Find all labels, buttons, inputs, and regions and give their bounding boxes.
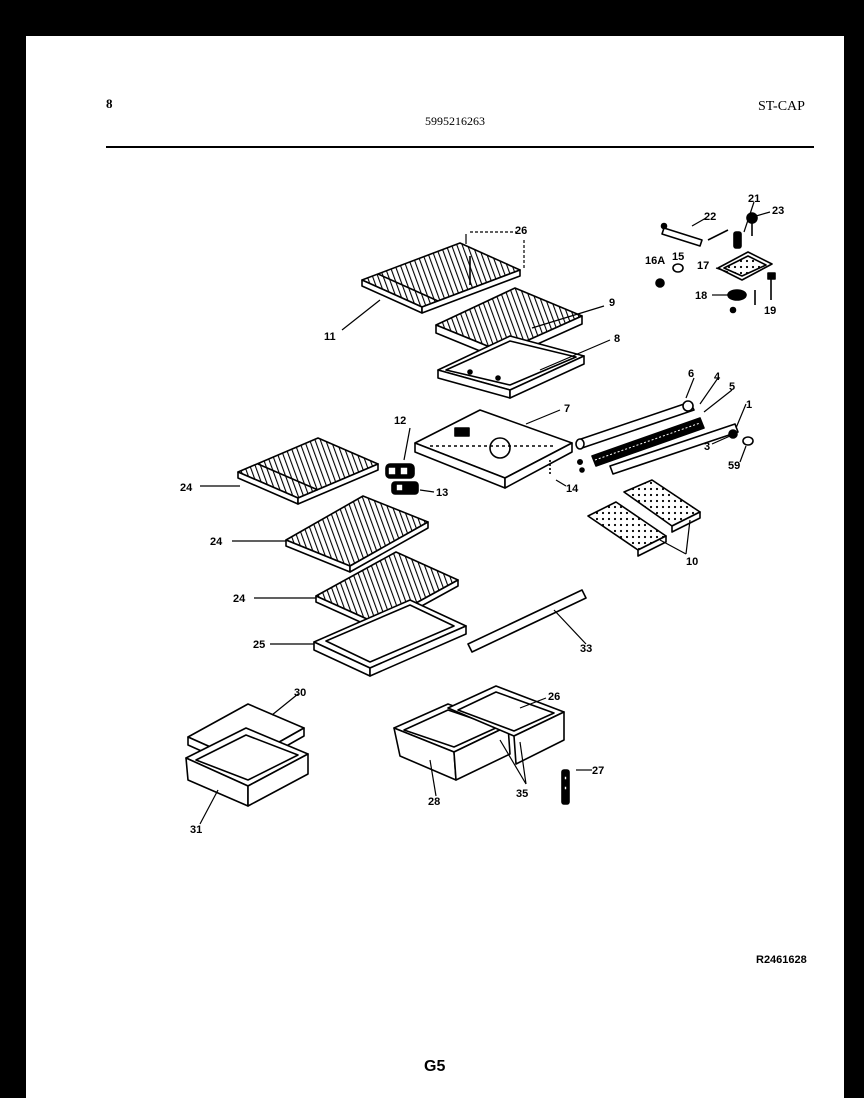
wire-shelf-24-middle [285,495,429,573]
callout-14: 14 [566,483,579,495]
callout-24-middle: 24 [210,536,223,548]
wire-shelf-11 [361,242,521,314]
wire-shelf-24-top [237,437,379,505]
callout-28: 28 [428,796,440,808]
knob-12 [385,463,415,479]
callout-33: 33 [580,643,592,655]
crisper-pan-26 [447,685,565,765]
callout-1: 1 [746,399,752,411]
callout-13: 13 [436,487,448,499]
rod-1 [609,423,739,475]
callout-23: 23 [772,205,784,217]
callout-17: 17 [697,260,709,272]
callout-59: 59 [728,460,740,472]
callout-6: 6 [688,368,694,380]
callout-15: 15 [672,251,684,263]
callout-11: 11 [324,331,336,343]
callout-24-top: 24 [180,482,193,494]
callout-16a: 16A [645,255,665,267]
callout-26-top: 26 [515,225,527,237]
header-rule [106,146,814,148]
callout-9: 9 [609,297,615,309]
page-label: G5 [424,1058,446,1075]
callout-7: 7 [564,403,570,415]
shelf-frame-8 [437,335,585,399]
callout-12: 12 [394,415,406,427]
callout-4: 4 [714,371,721,383]
callout-18: 18 [695,290,707,302]
callout-25: 25 [253,639,265,651]
crisper-pan-31 [185,727,309,807]
callout-24-bottom: 24 [233,593,246,605]
damper-17 [717,251,773,281]
callout-10: 10 [686,556,698,568]
control-housing-7 [414,409,573,489]
callout-31: 31 [190,824,202,836]
callout-35: 35 [516,788,528,800]
callout-30: 30 [294,687,306,699]
callout-5: 5 [729,381,735,393]
egg-tray-10 [587,479,701,557]
callout-26-bin: 26 [548,691,560,703]
callout-3: 3 [704,441,710,453]
thermostat-21 [733,231,742,249]
bracket-22 [660,222,703,247]
glass-shelf-25 [313,599,467,677]
header-left-mark: 8 [106,96,113,111]
knob-23 [746,212,758,236]
rod-6 [575,400,695,450]
callout-22: 22 [704,211,716,223]
callout-8: 8 [614,333,620,345]
callout-27: 27 [592,765,604,777]
hinge-pin-27 [561,769,570,805]
trim-strip-33 [467,589,587,653]
header-model-code: ST-CAP [758,99,805,114]
reference-code: R2461628 [756,954,807,966]
header-part-code: 5995216263 [425,114,485,128]
callout-21: 21 [748,193,760,205]
diagram-sheet [26,36,844,1098]
heater-strip-4 [591,417,705,467]
callout-19: 19 [764,305,776,317]
knob-13 [391,481,419,495]
